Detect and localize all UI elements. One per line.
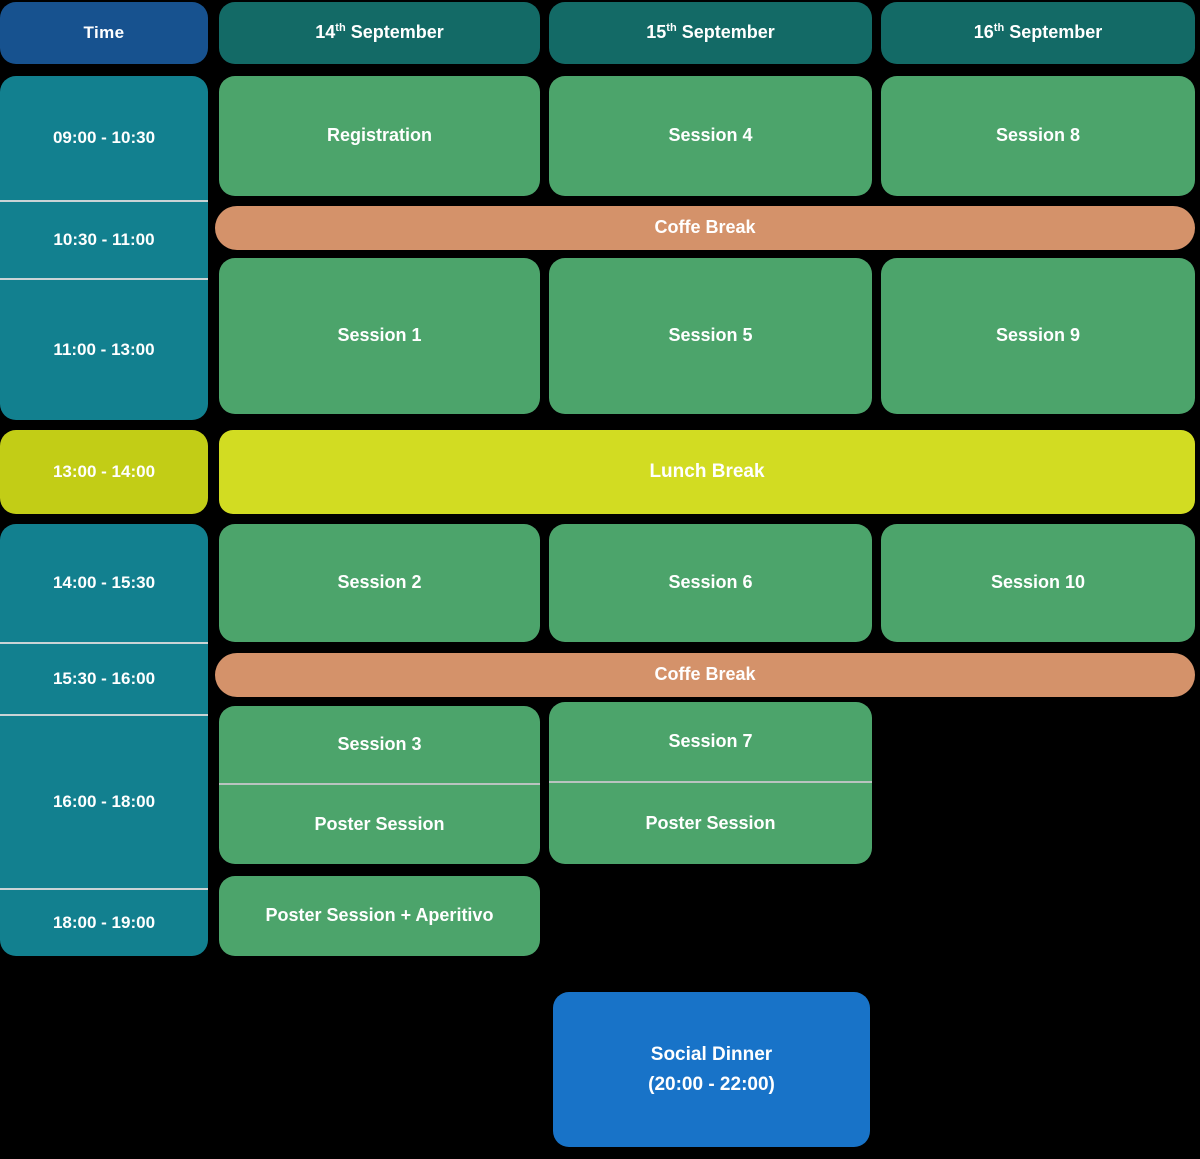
event-session-3-and-poster[interactable]: Session 3 Poster Session [219,706,540,864]
time-slot-1530-1600: 15:30 - 16:00 [52,669,156,688]
event-poster-session-day2[interactable]: Poster Session [645,812,776,833]
event-session-2[interactable]: Session 2 [219,524,540,642]
event-session-4[interactable]: Session 4 [549,76,872,196]
time-divider-1 [0,200,208,202]
header-time: Time [0,2,208,64]
time-divider-4 [0,714,208,716]
event-coffee-break-morning[interactable]: Coffe Break [215,206,1195,250]
event-lunch-break[interactable]: Lunch Break [219,430,1195,514]
social-dinner-time: (20:00 - 22:00) [648,1073,775,1095]
header-day-16-text: 16th September [974,22,1102,44]
event-session-5[interactable]: Session 5 [549,258,872,414]
event-session-10[interactable]: Session 10 [881,524,1195,642]
time-slot-1800-1900: 18:00 - 19:00 [52,913,156,932]
event-social-dinner[interactable]: Social Dinner (20:00 - 22:00) [553,992,870,1147]
event-registration[interactable]: Registration [219,76,540,196]
time-divider-3 [0,642,208,644]
time-slot-1400-1530: 14:00 - 15:30 [52,573,156,592]
event-session-9[interactable]: Session 9 [881,258,1195,414]
header-day-15-sup: th [666,22,677,35]
header-day-14-month: September [350,22,444,43]
time-slot-1100-1300: 11:00 - 13:00 [53,340,155,359]
event-session-3[interactable]: Session 3 [219,706,540,785]
event-coffee-break-afternoon[interactable]: Coffe Break [215,653,1195,697]
time-slot-1600-1800: 16:00 - 18:00 [52,792,156,811]
header-day-15-text: 15th September [646,22,774,44]
time-column-upper: 09:00 - 10:30 10:30 - 11:00 11:00 - 13:0… [0,76,208,420]
header-day-16september: 16th September [881,2,1195,64]
header-day-15-num: 15 [646,22,667,43]
header-day-14-num: 14 [315,22,336,43]
header-day-14september: 14th September [219,2,540,64]
event-session-7-and-poster[interactable]: Session 7 Poster Session [549,702,872,864]
event-session-6[interactable]: Session 6 [549,524,872,642]
event-poster-session-aperitivo[interactable]: Poster Session + Aperitivo [219,876,540,956]
time-slot-1030-1100: 10:30 - 11:00 [53,230,155,249]
header-day-16-num: 16 [973,22,994,43]
time-column-lunch: 13:00 - 14:00 [0,430,208,514]
event-session-7[interactable]: Session 7 [549,702,872,783]
time-column-lower: 14:00 - 15:30 15:30 - 16:00 16:00 - 18:0… [0,524,208,956]
header-day-16-sup: th [993,22,1005,35]
header-day-16-month: September [1009,22,1103,43]
time-divider-5 [0,888,208,890]
event-poster-session-day1[interactable]: Poster Session [314,813,445,834]
time-slot-0900-1030: 09:00 - 10:30 [52,128,156,147]
time-divider-2 [0,278,208,280]
event-session-8[interactable]: Session 8 [881,76,1195,196]
header-day-15-month: September [681,22,775,43]
header-day-14-text: 14th September [315,22,443,44]
social-dinner-title: Social Dinner [650,1044,773,1066]
event-session-1[interactable]: Session 1 [219,258,540,414]
time-slot-1300-1400: 13:00 - 14:00 [52,462,156,481]
header-day-14-sup: th [335,22,346,35]
header-day-15september: 15th September [549,2,872,64]
